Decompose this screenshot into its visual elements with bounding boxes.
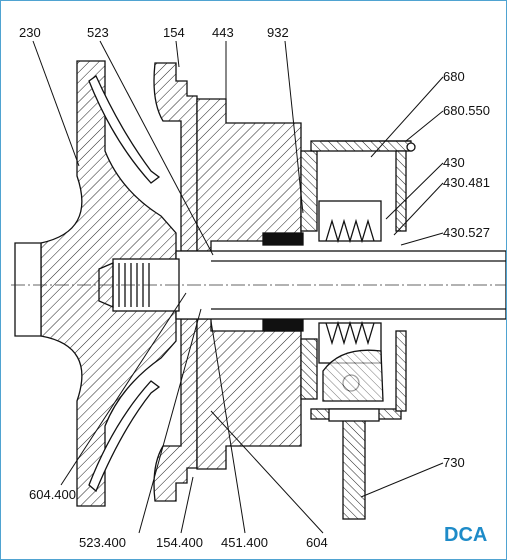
label-430-527: 430.527	[443, 225, 490, 240]
label-430: 430	[443, 155, 465, 170]
label-680-550: 680.550	[443, 103, 490, 118]
drain-pipe	[322, 349, 384, 520]
label-443: 443	[212, 25, 234, 40]
series-tag: DCA	[444, 524, 487, 546]
label-430-481: 430.481	[443, 175, 490, 190]
label-523: 523	[87, 25, 109, 40]
label-154: 154	[163, 25, 185, 40]
seal-housing	[196, 98, 318, 470]
shaft	[11, 250, 506, 320]
label-604-400: 604.400	[29, 487, 76, 502]
leader-lines	[32, 40, 444, 534]
label-932: 932	[267, 25, 289, 40]
label-451-400: 451.400	[221, 535, 268, 550]
label-680: 680	[443, 69, 465, 84]
label-604: 604	[306, 535, 328, 550]
label-730: 730	[443, 455, 465, 470]
label-523-400: 523.400	[79, 535, 126, 550]
label-154-400: 154.400	[156, 535, 203, 550]
impeller	[14, 60, 177, 507]
label-230: 230	[19, 25, 41, 40]
